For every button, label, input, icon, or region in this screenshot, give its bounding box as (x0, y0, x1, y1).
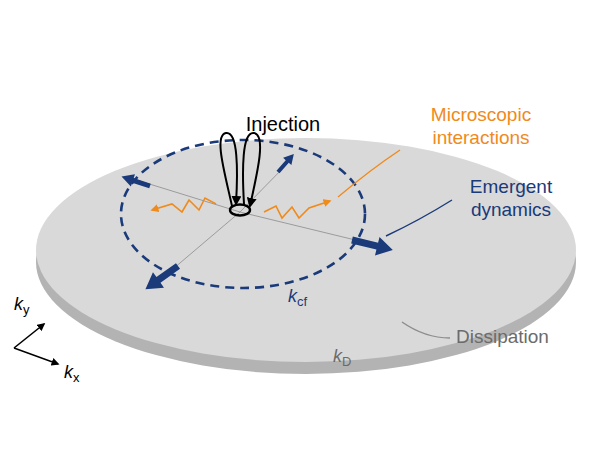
kcf-label: kcf (288, 286, 307, 309)
emergent-arrow (145, 263, 180, 289)
dissipation-label: Dissipation (456, 326, 549, 349)
leader-line (338, 150, 400, 197)
disc-top (36, 138, 576, 362)
leader-line (386, 200, 452, 236)
kx-axis-label: kx (64, 362, 79, 385)
k-axes (14, 324, 58, 364)
emergent-arrow (276, 154, 293, 173)
interaction-zigzag (152, 198, 216, 212)
dynamics-label: Emergent dynamics (436, 176, 586, 222)
emergent-arrow (122, 174, 151, 188)
injection-loops (220, 133, 260, 216)
emergent-arrow (351, 237, 393, 256)
kd-label: kD (333, 346, 351, 369)
interaction-zigzag (264, 201, 330, 218)
interactions-label: Microscopic interactions (406, 104, 556, 150)
injection-label: Injection (246, 112, 321, 136)
ky-axis-label: ky (14, 294, 29, 317)
leader-line (402, 322, 450, 338)
